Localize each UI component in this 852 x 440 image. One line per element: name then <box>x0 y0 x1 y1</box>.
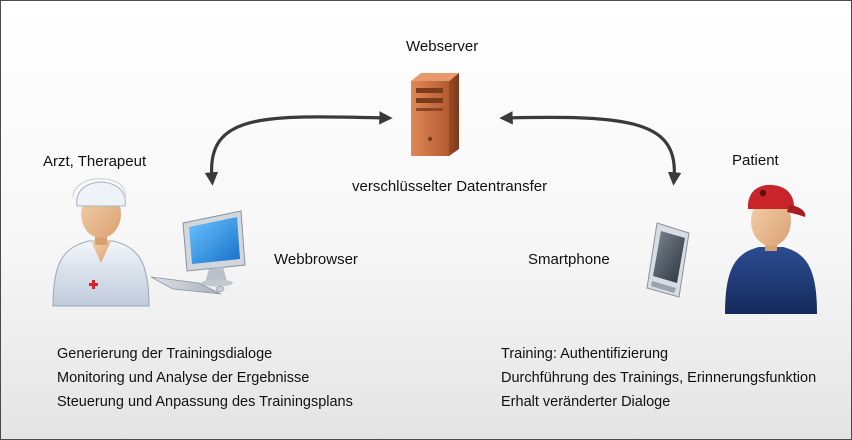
patient-task-item: Erhalt veränderter Dialoge <box>501 394 671 410</box>
label-webserver: Webserver <box>406 38 479 55</box>
label-data-transfer: verschlüsselter Datentransfer <box>352 178 548 195</box>
label-patient: Patient <box>732 152 779 169</box>
arrow-server-patient <box>499 111 682 186</box>
label-webbrowser: Webbrowser <box>274 251 358 268</box>
doctor-task-list: Generierung der Trainingsdialoge Monitor… <box>57 342 353 414</box>
patient-task-list: Training: Authentifizierung Durchführung… <box>501 342 816 414</box>
desktop-computer-icon <box>150 210 246 295</box>
patient-task-item: Training: Authentifizierung <box>501 346 669 362</box>
server-tower-icon <box>411 73 459 156</box>
patient-task-item: Durchführung des Trainings, Erinnerungsf… <box>501 370 817 386</box>
label-smartphone: Smartphone <box>528 251 610 268</box>
doctor-task-item: Steuerung und Anpassung des Trainingspla… <box>57 394 353 410</box>
doctor-task-item: Monitoring und Analyse der Ergebnisse <box>57 370 310 386</box>
doctor-avatar-icon <box>52 178 150 307</box>
patient-avatar-icon <box>725 184 817 314</box>
doctor-task-item: Generierung der Trainingsdialoge <box>57 346 273 362</box>
arrow-doctor-server <box>204 111 393 186</box>
smartphone-icon <box>646 222 690 298</box>
label-doctor: Arzt, Therapeut <box>43 153 147 170</box>
